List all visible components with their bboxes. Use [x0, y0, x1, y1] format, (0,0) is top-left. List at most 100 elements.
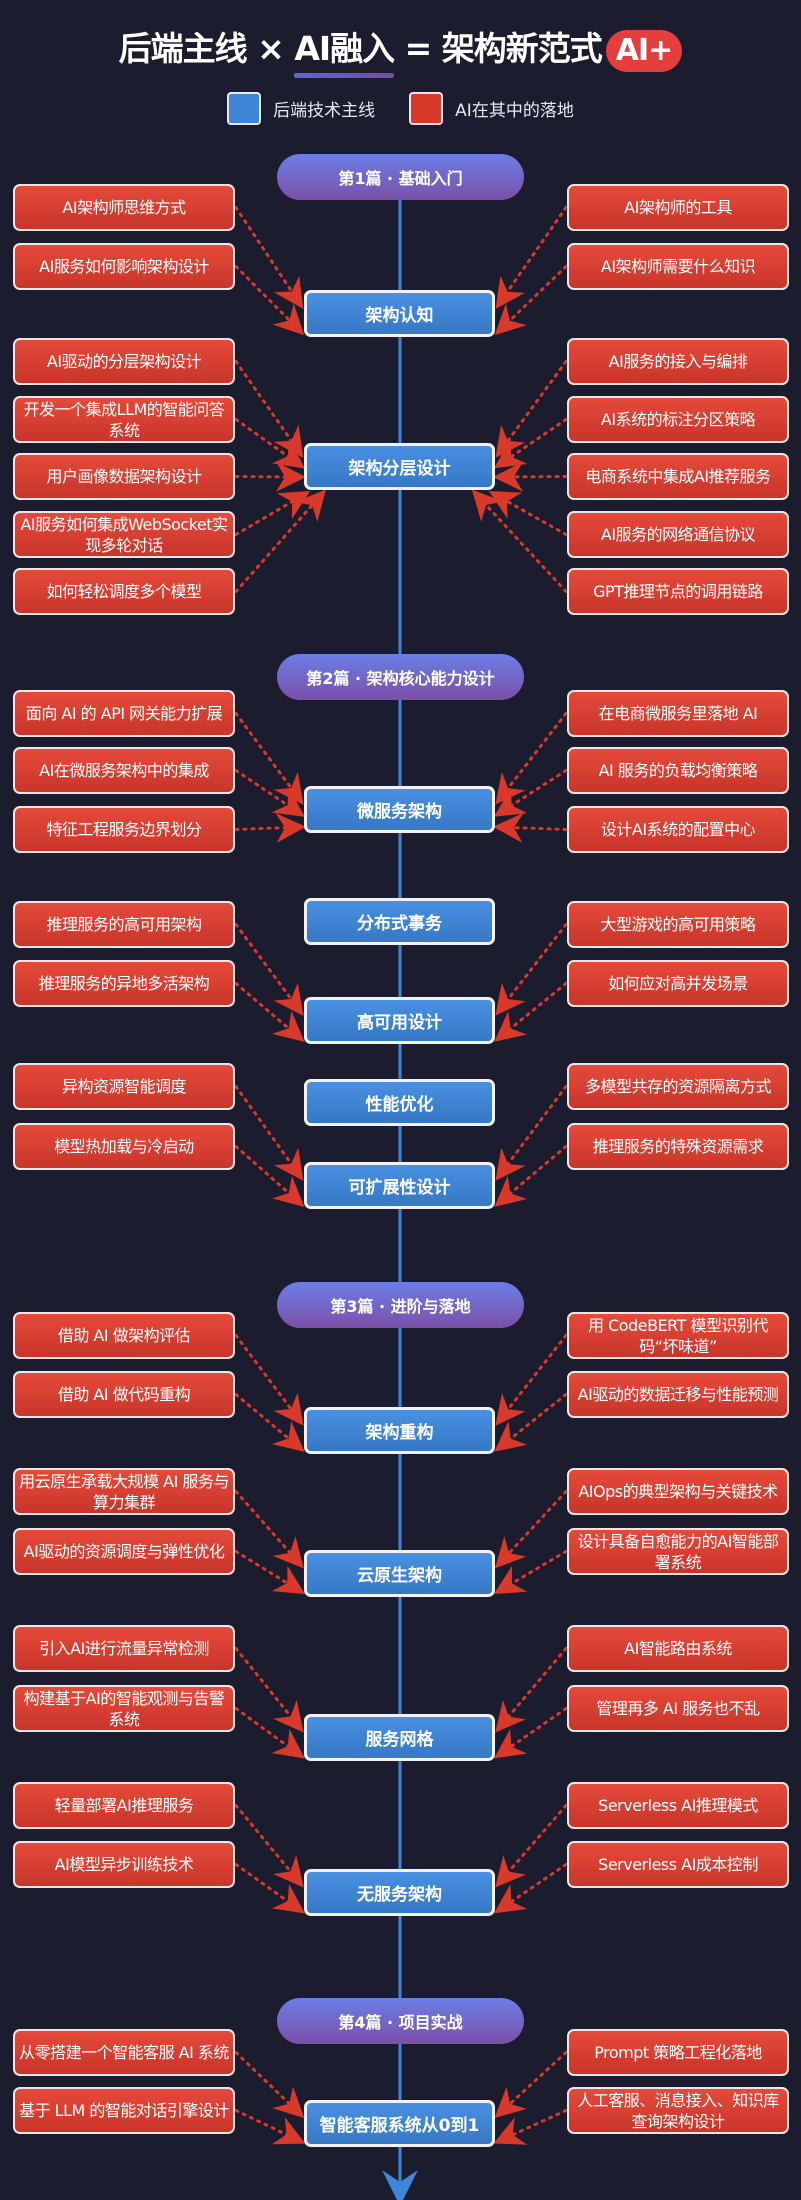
backend-topic-node[interactable]: 架构重构	[304, 1407, 495, 1454]
legend-swatch-blue	[227, 92, 262, 125]
ai-topic-box[interactable]: 特征工程服务边界划分	[13, 806, 235, 853]
dotted-arrow	[494, 982, 568, 1042]
backend-topic-node[interactable]: 智能客服系统从0到1	[304, 2100, 495, 2147]
ai-topic-box[interactable]: 借助 AI 做代码重构	[13, 1371, 235, 1418]
ai-topic-box[interactable]: 构建基于AI的智能观测与告警系统	[13, 1685, 235, 1732]
ai-topic-box[interactable]: 开发一个集成LLM的智能问答系统	[13, 396, 235, 443]
dotted-arrow	[495, 206, 568, 309]
dotted-arrow	[495, 923, 568, 1016]
ai-topic-box[interactable]: 推理服务的特殊资源需求	[567, 1123, 789, 1170]
dotted-arrow	[495, 1334, 568, 1426]
dotted-arrow	[493, 1550, 568, 1595]
dotted-arrow	[234, 1707, 305, 1759]
ai-topic-box[interactable]: AI 服务的负载均衡策略	[567, 747, 789, 794]
dotted-arrow	[234, 360, 304, 458]
ai-topic-box[interactable]: 用 CodeBERT 模型识别代码“坏味道”	[567, 1312, 789, 1359]
ai-topic-box[interactable]: 面向 AI 的 API 网关能力扩展	[13, 690, 235, 737]
dotted-arrow	[493, 461, 568, 492]
ai-topic-box[interactable]: Serverless AI推理模式	[567, 1782, 789, 1829]
section-header: 第4篇 · 项目实战	[277, 1998, 524, 2044]
legend-label: AI在其中的落地	[455, 101, 574, 121]
legend-label: 后端技术主线	[273, 101, 376, 121]
dotted-arrow	[234, 461, 306, 492]
ai-topic-box[interactable]: 基于 LLM 的智能对话引擎设计	[13, 2087, 235, 2134]
title-part-paradigm: = 架构新范式	[394, 29, 603, 68]
dotted-arrow	[471, 489, 568, 593]
dotted-arrow	[495, 1085, 568, 1181]
ai-topic-box[interactable]: 电商系统中集成AI推荐服务	[567, 453, 789, 500]
ai-topic-box[interactable]: 如何轻松调度多个模型	[13, 568, 235, 615]
ai-topic-box[interactable]: AI架构师的工具	[567, 184, 789, 231]
backend-topic-node[interactable]: 微服务架构	[304, 786, 495, 833]
ai-topic-box[interactable]: AI服务的接入与编排	[567, 338, 789, 385]
dotted-arrow	[488, 491, 568, 536]
backend-topic-node[interactable]: 架构认知	[304, 290, 495, 337]
ai-topic-box[interactable]: AI模型异步训练技术	[13, 1841, 235, 1888]
dotted-arrow	[234, 923, 304, 1016]
dotted-arrow	[495, 1647, 568, 1733]
ai-topic-box[interactable]: 大型游戏的高可用策略	[567, 901, 789, 948]
ai-topic-box[interactable]: 设计具备自愈能力的AI智能部署系统	[567, 1528, 789, 1575]
ai-topic-box[interactable]: AI架构师思维方式	[13, 184, 235, 231]
ai-topic-box[interactable]: 异构资源智能调度	[13, 1063, 235, 1110]
dotted-arrow	[234, 2109, 306, 2145]
ai-topic-box[interactable]: 管理再多 AI 服务也不乱	[567, 1685, 789, 1732]
backend-topic-node[interactable]: 分布式事务	[304, 898, 495, 945]
dotted-arrow	[234, 1085, 304, 1181]
ai-topic-box[interactable]: AI驱动的分层架构设计	[13, 338, 235, 385]
backend-topic-node[interactable]: 性能优化	[304, 1079, 495, 1126]
dotted-arrow	[234, 712, 304, 805]
ai-topic-box[interactable]: AI系统的标注分区策略	[567, 396, 789, 443]
ai-topic-box[interactable]: 用户画像数据架构设计	[13, 453, 235, 500]
dotted-arrow	[494, 1145, 568, 1207]
ai-topic-box[interactable]: GPT推理节点的调用链路	[567, 568, 789, 615]
ai-topic-box[interactable]: 推理服务的异地多活架构	[13, 960, 235, 1007]
dotted-arrow	[234, 1550, 306, 1595]
dotted-arrow	[493, 769, 568, 817]
ai-topic-box[interactable]: 如何应对高并发场景	[567, 960, 789, 1007]
legend-item-backend: 后端技术主线	[227, 92, 375, 125]
ai-topic-box[interactable]: AI智能路由系统	[567, 1625, 789, 1672]
ai-topic-box[interactable]: 轻量部署AI推理服务	[13, 1782, 235, 1829]
backend-topic-node[interactable]: 无服务架构	[304, 1869, 495, 1916]
dotted-arrow	[494, 265, 568, 336]
dotted-arrow	[234, 982, 305, 1042]
dotted-arrow	[234, 812, 306, 843]
ai-topic-box[interactable]: AI驱动的数据迁移与性能预测	[567, 1371, 789, 1418]
backend-topic-node[interactable]: 高可用设计	[304, 997, 495, 1044]
ai-topic-box[interactable]: AI驱动的资源调度与弹性优化	[13, 1528, 235, 1575]
backend-topic-node[interactable]: 服务网格	[304, 1714, 495, 1761]
ai-topic-box[interactable]: AI服务如何影响架构设计	[13, 243, 235, 290]
dotted-arrow	[234, 490, 311, 536]
dotted-arrow	[493, 812, 568, 843]
ai-topic-box[interactable]: Serverless AI成本控制	[567, 1841, 789, 1888]
dotted-arrow	[234, 206, 304, 310]
ai-topic-box[interactable]: 在电商微服务里落地 AI	[567, 690, 789, 737]
legend: 后端技术主线 AI在其中的落地	[0, 92, 801, 125]
dotted-arrow	[234, 1647, 304, 1733]
ai-topic-box[interactable]: 多模型共存的资源隔离方式	[567, 1063, 789, 1110]
ai-topic-box[interactable]: 模型热加载与冷启动	[13, 1123, 235, 1170]
ai-topic-box[interactable]: Prompt 策略工程化落地	[567, 2029, 789, 2076]
ai-topic-box[interactable]: 引入AI进行流量异常检测	[13, 1625, 235, 1672]
ai-topic-box[interactable]: AI服务如何集成WebSocket实现多轮对话	[13, 511, 235, 558]
backend-topic-node[interactable]: 云原生架构	[304, 1550, 495, 1597]
ai-topic-box[interactable]: AI在微服务架构中的集成	[13, 747, 235, 794]
ai-topic-box[interactable]: AI服务的网络通信协议	[567, 511, 789, 558]
dotted-arrow	[494, 1393, 568, 1452]
dotted-arrow	[494, 1863, 568, 1914]
ai-topic-box[interactable]: 推理服务的高可用架构	[13, 901, 235, 948]
ai-topic-box[interactable]: 设计AI系统的配置中心	[567, 806, 789, 853]
ai-topic-box[interactable]: 借助 AI 做架构评估	[13, 1312, 235, 1359]
backend-topic-node[interactable]: 可扩展性设计	[304, 1162, 495, 1209]
ai-topic-box[interactable]: 从零搭建一个智能客服 AI 系统	[13, 2029, 235, 2076]
ai-topic-box[interactable]: AI架构师需要什么知识	[567, 243, 789, 290]
ai-topic-box[interactable]: 人工客服、消息接入、知识库查询架构设计	[567, 2087, 789, 2134]
ai-topic-box[interactable]: AIOps的典型架构与关键技术	[567, 1468, 789, 1515]
dotted-arrow	[495, 712, 568, 805]
dotted-arrow	[234, 418, 305, 469]
backend-topic-node[interactable]: 架构分层设计	[304, 443, 495, 490]
dotted-arrow	[234, 1804, 304, 1888]
ai-topic-box[interactable]: 用云原生承载大规模 AI 服务与算力集群	[13, 1468, 235, 1515]
